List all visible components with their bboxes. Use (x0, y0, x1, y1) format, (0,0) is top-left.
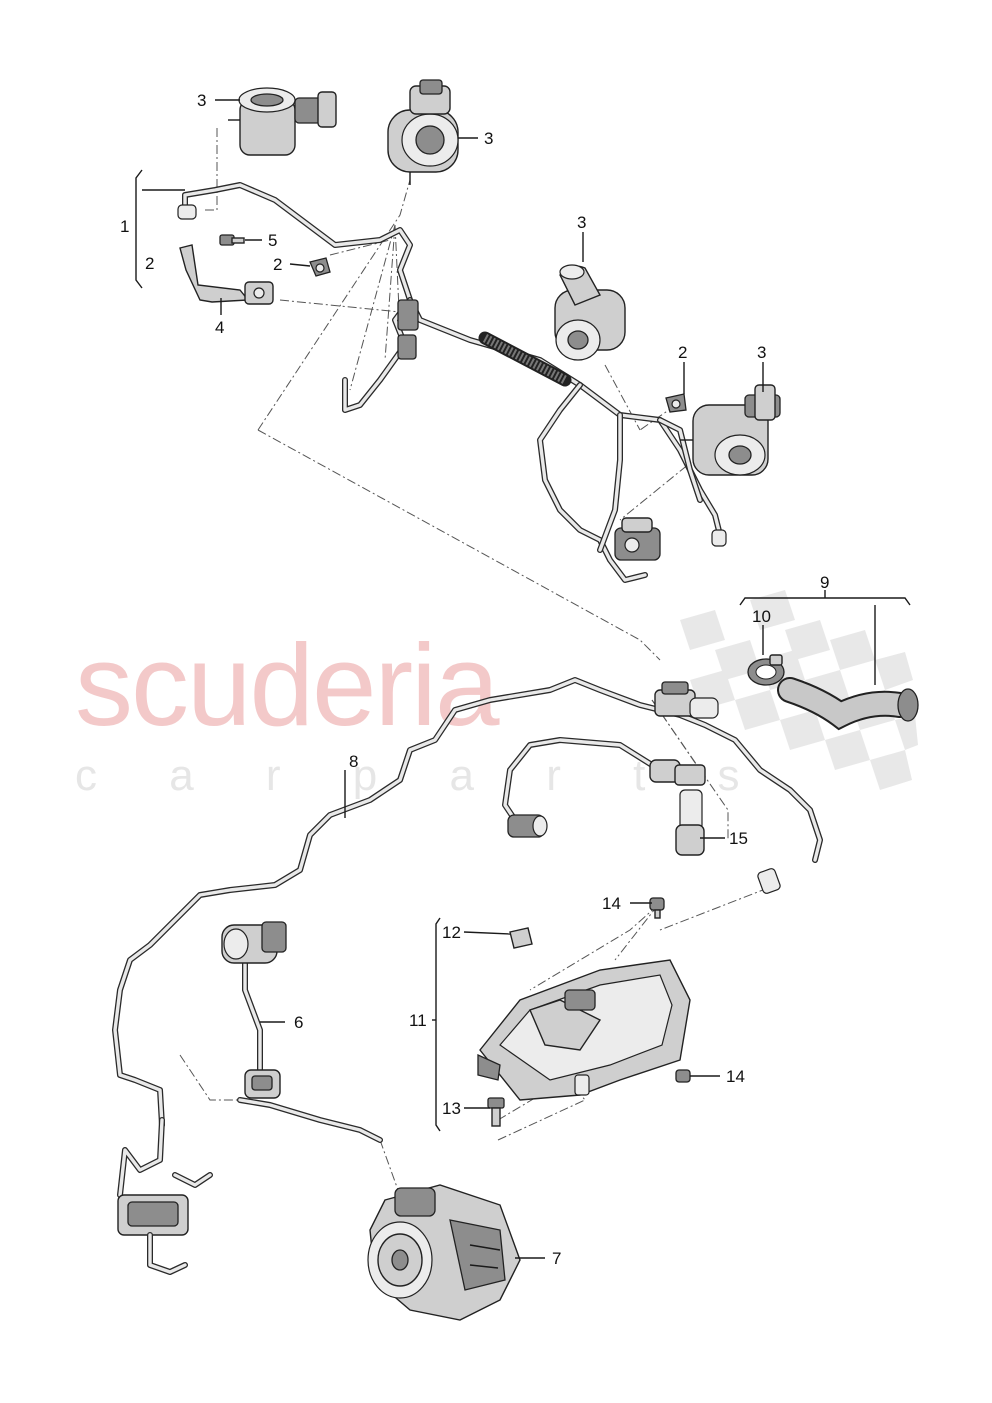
vacuum-reservoir (477, 959, 691, 1101)
stud-bolt (487, 1097, 505, 1127)
callout-3-right: 3 (757, 343, 766, 362)
callout-3-top-left: 3 (197, 91, 206, 110)
callout-2-clip: 2 (273, 255, 282, 274)
solenoid-valve (221, 921, 383, 1143)
vacuum-line-harness (177, 182, 727, 583)
clip-right (665, 393, 687, 413)
screw-upper (649, 897, 665, 919)
callout-leaders (135, 99, 911, 1259)
callout-11: 11 (409, 1011, 427, 1030)
screw-lower (675, 1069, 691, 1083)
callout-2-bracket: 2 (145, 254, 154, 273)
long-vacuum-line (112, 677, 823, 1128)
reservoir-clip (509, 927, 533, 949)
callout-3-top-center: 3 (484, 129, 493, 148)
callout-14-lower: 14 (726, 1067, 745, 1086)
hose-connection (502, 737, 706, 856)
callout-2-right: 2 (678, 343, 687, 362)
checkered-flag-logo (680, 590, 918, 790)
callout-4: 4 (215, 318, 224, 337)
valve-small (614, 517, 661, 561)
callout-1: 1 (120, 217, 129, 236)
callout-7: 7 (552, 1249, 561, 1268)
valve-right (680, 384, 781, 476)
callout-5: 5 (268, 231, 277, 250)
valve-top-left (228, 87, 337, 156)
callout-12: 12 (442, 923, 461, 942)
callout-numbers: 3 3 3 3 2 1 2 2 5 4 8 9 10 15 14 12 11 1… (120, 91, 829, 1268)
bracket (179, 244, 274, 305)
corrugated-sleeve (478, 331, 572, 387)
callout-15: 15 (729, 829, 748, 848)
tee-connector (654, 681, 719, 719)
valve-middle (554, 264, 626, 361)
clip-upper (309, 257, 331, 277)
callout-6: 6 (294, 1013, 303, 1032)
callout-10: 10 (752, 607, 771, 626)
callout-9: 9 (820, 573, 829, 592)
bolt (219, 234, 245, 246)
coolant-hose (777, 677, 919, 731)
valve-top-center (387, 79, 459, 185)
watermark-text: scuderia (75, 620, 500, 750)
hose-clamp (747, 654, 785, 686)
callout-14-upper: 14 (602, 894, 621, 913)
vacuum-pump (367, 1184, 521, 1321)
callout-8: 8 (349, 752, 358, 771)
valve-lower-left (117, 1117, 213, 1275)
callout-13: 13 (442, 1099, 461, 1118)
callout-3-middle: 3 (577, 213, 586, 232)
